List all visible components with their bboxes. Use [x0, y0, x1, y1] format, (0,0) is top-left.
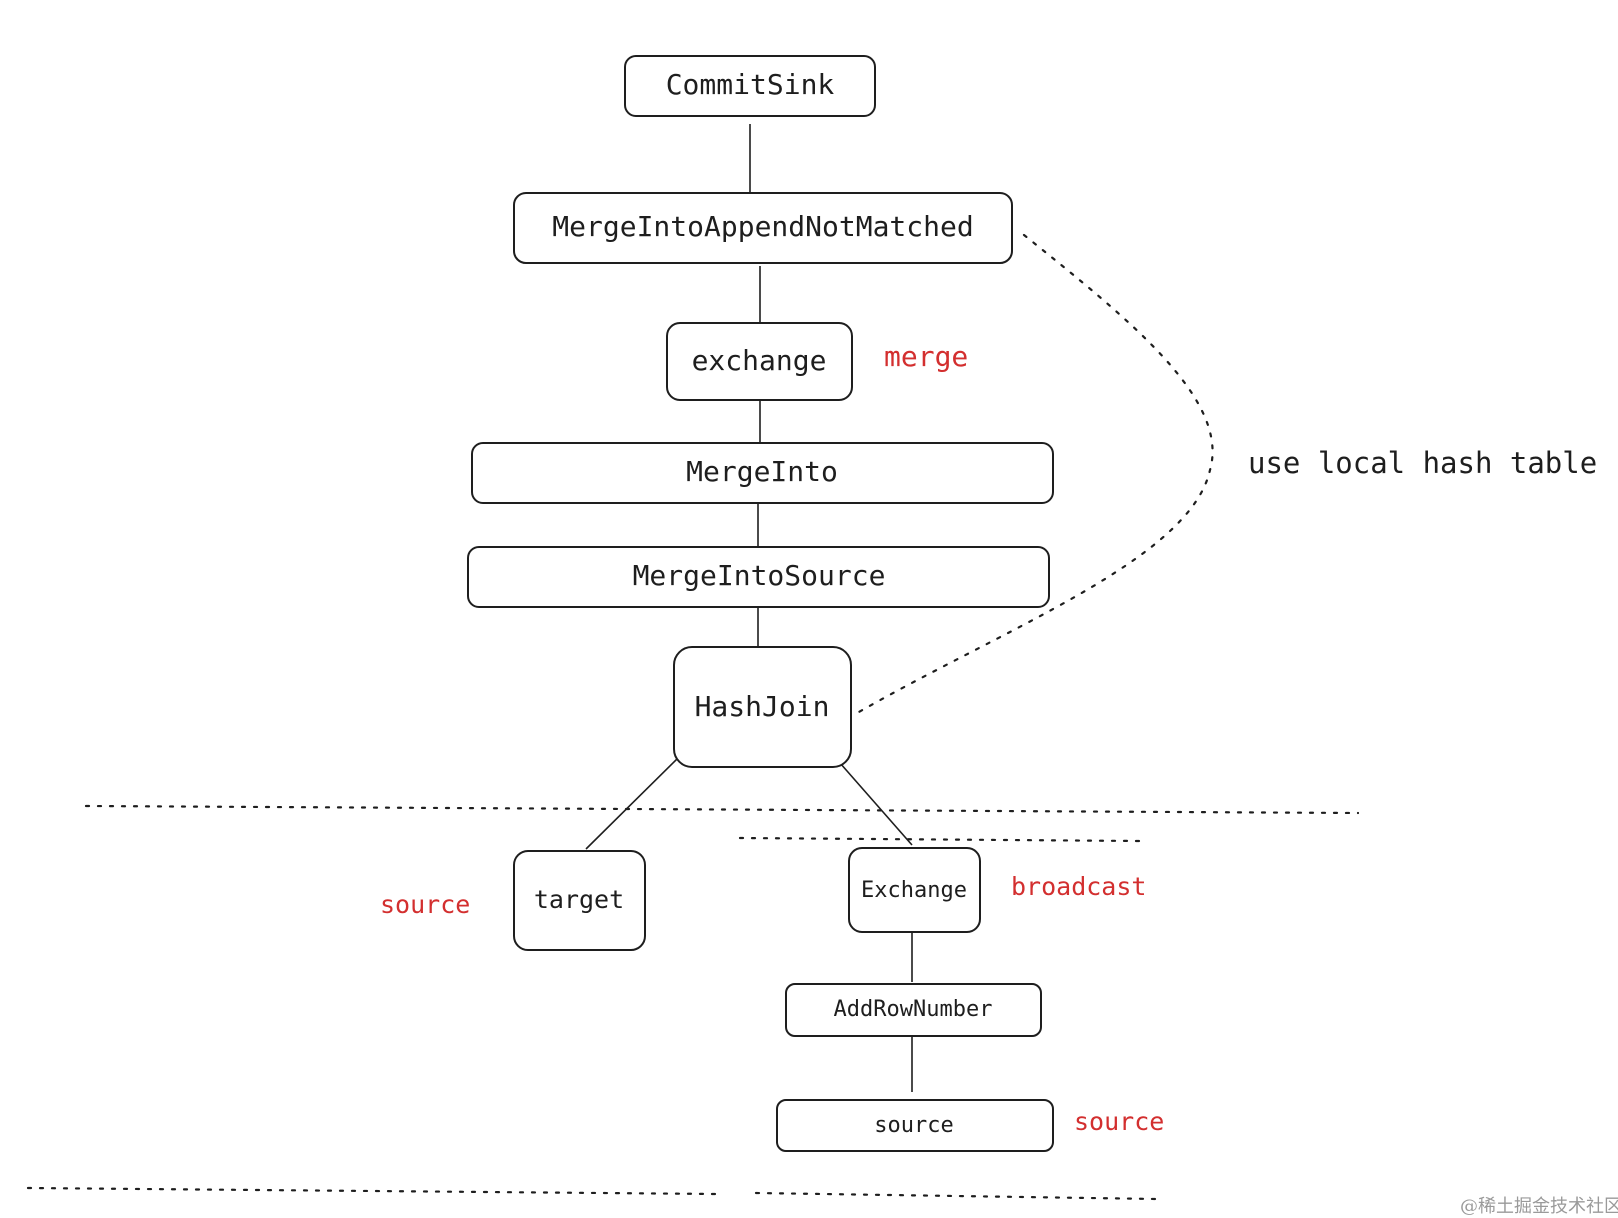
watermark: @稀土掘金技术社区	[1460, 1196, 1618, 1217]
separator-bottom-left	[26, 1186, 718, 1196]
node-commitsink: CommitSink	[624, 55, 876, 117]
annotation-source-right: source	[1074, 1107, 1164, 1136]
node-commitsink-label: CommitSink	[666, 68, 835, 101]
node-source-label: source	[874, 1113, 953, 1138]
annotation-broadcast: broadcast	[1011, 872, 1146, 901]
node-target: target	[513, 850, 646, 951]
annotation-merge: merge	[884, 340, 968, 373]
node-hash-join-label: HashJoin	[695, 690, 830, 723]
node-merge-into-append-not-matched: MergeIntoAppendNotMatched	[513, 192, 1013, 264]
edge-hashjoin-target	[585, 757, 679, 850]
annotation-source-left: source	[380, 890, 470, 919]
node-add-row-number: AddRowNumber	[785, 983, 1042, 1037]
edge-hashjoin-exchange	[839, 762, 913, 846]
node-exchange-merge-label: exchange	[692, 344, 827, 377]
node-target-label: target	[534, 885, 624, 914]
node-merge-into-label: MergeInto	[686, 455, 838, 488]
node-add-row-number-label: AddRowNumber	[834, 997, 993, 1022]
node-exchange-merge: exchange	[666, 322, 853, 401]
annotation-use-local-hash-table: use local hash table	[1248, 446, 1597, 480]
node-exchange-broadcast-label: Exchange	[861, 878, 967, 903]
node-merge-into-source-label: MergeIntoSource	[633, 559, 886, 592]
node-merge-into-source: MergeIntoSource	[467, 546, 1050, 608]
separator-upper	[84, 804, 1360, 815]
node-hash-join: HashJoin	[673, 646, 852, 768]
node-merge-into: MergeInto	[471, 442, 1054, 504]
node-source: source	[776, 1099, 1054, 1152]
node-merge-into-append-not-matched-label: MergeIntoAppendNotMatched	[552, 210, 973, 243]
separator-bottom-right	[754, 1191, 1158, 1201]
local-hash-table-curve	[850, 233, 1214, 718]
separator-broadcast	[738, 836, 1142, 843]
node-exchange-broadcast: Exchange	[848, 847, 981, 933]
